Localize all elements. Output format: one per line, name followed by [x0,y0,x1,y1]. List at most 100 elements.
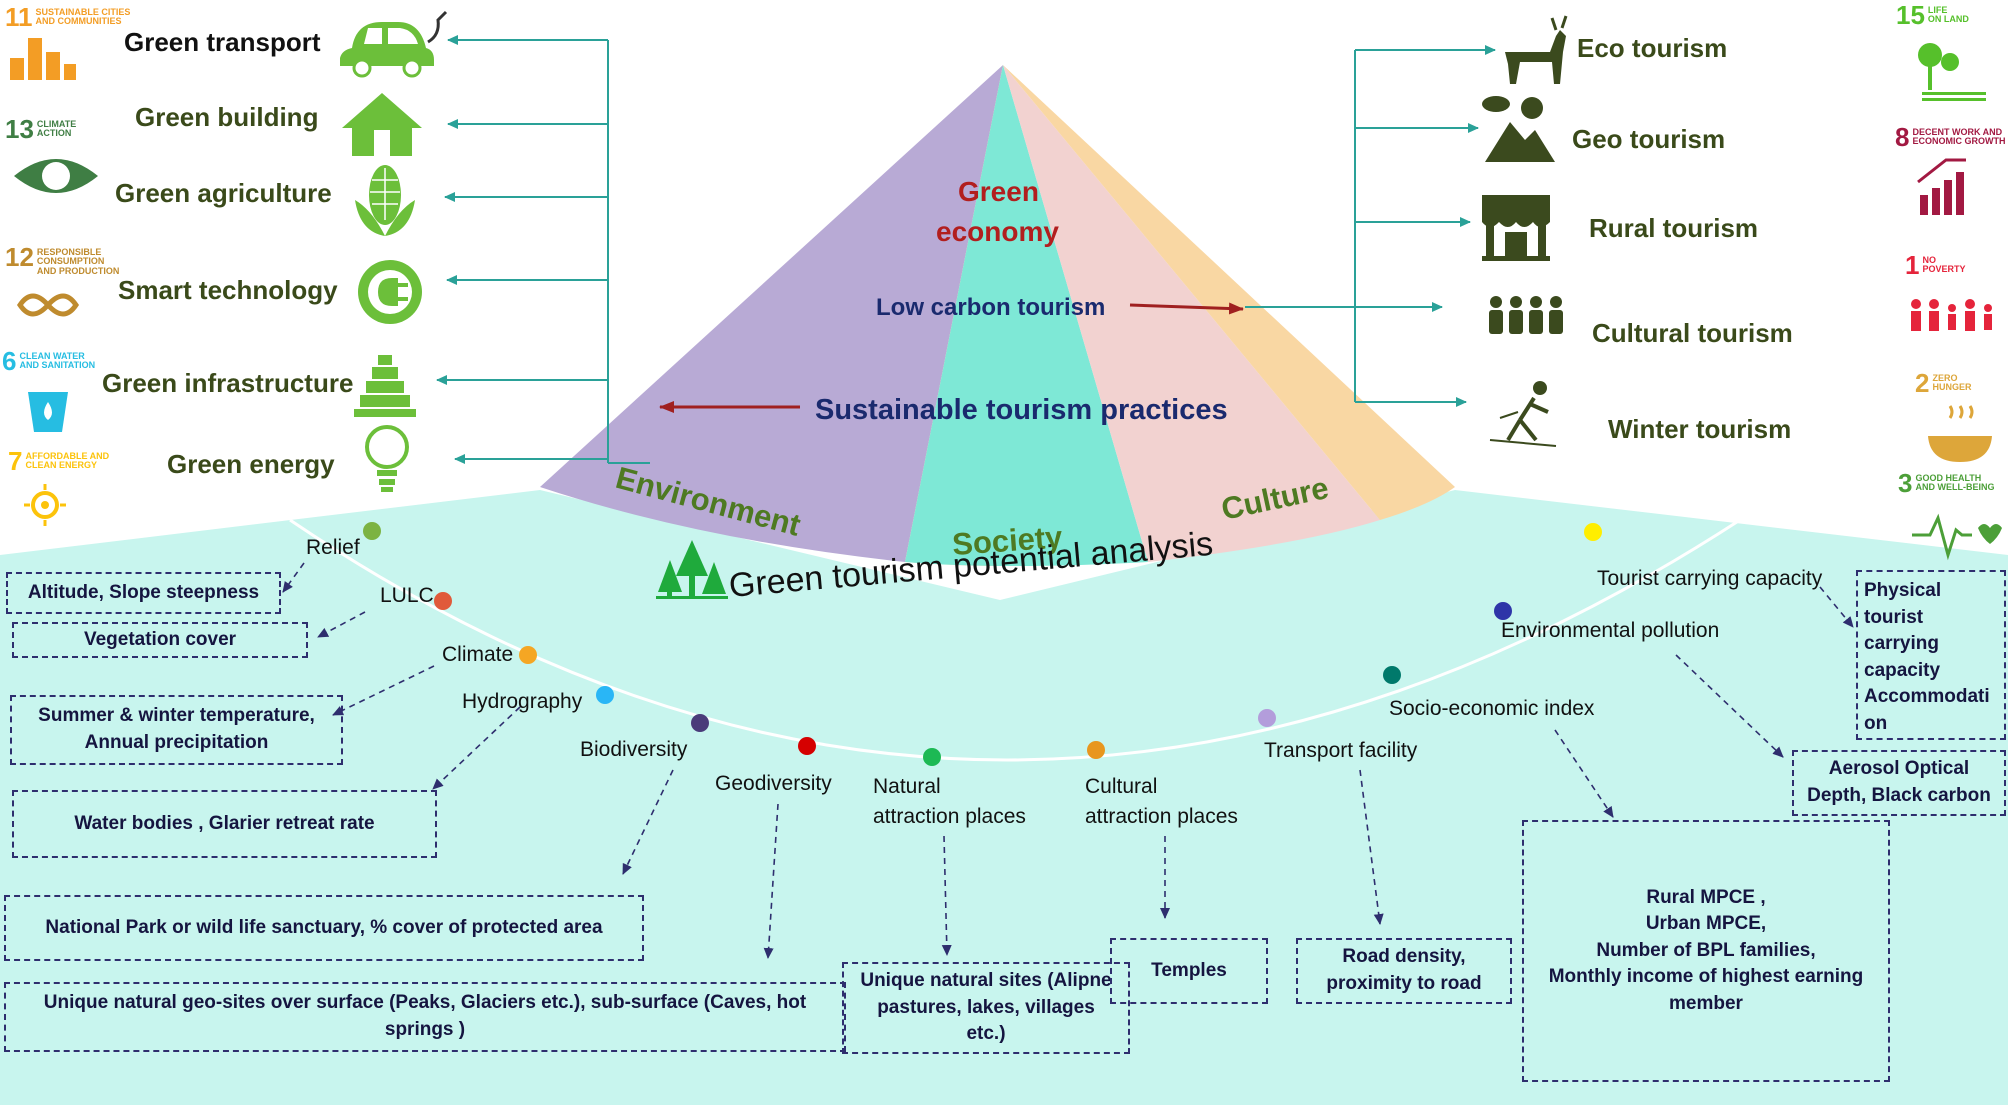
green-transport-label: Green transport [124,27,321,57]
factor-climate: Climate [442,643,514,666]
tent-segment-teal [905,65,1148,566]
dot-cultural [1087,741,1105,759]
box-altitude: Altitude, Slope steepness [6,572,281,614]
lightbulb-icon [365,425,409,492]
factor-natural-2: attraction places [873,805,1026,828]
bowl-icon [1928,405,1992,462]
sun-icon [24,484,66,526]
factor-cultural-1: Cultural [1085,775,1158,798]
forest-icon [656,540,728,599]
car-icon [340,10,448,78]
factor-transport: Transport facility [1264,739,1418,762]
factor-socio: Socio-economic index [1389,697,1595,720]
factor-dots [363,522,1602,766]
darrow-transport [1359,769,1384,925]
background-band [0,490,2008,1105]
house-icon [342,93,422,156]
green-economy-label-2: economy [936,216,1059,247]
green-economy-tent [540,65,1455,566]
geo-tourism-label: Geo tourism [1572,124,1726,154]
green-agriculture-label: Green agriculture [115,178,332,208]
sustainable-practices-label: Sustainable tourism practices [815,394,1228,426]
factor-natural-1: Natural [873,775,941,798]
people-icon [1489,296,1563,334]
inner-arc [289,518,1741,762]
skier-icon [1489,381,1557,447]
box-temperature: Summer & winter temperature,Annual preci… [10,695,343,765]
factor-geodiversity: Geodiversity [715,772,832,795]
box-water: Water bodies , Glarier retreat rate [12,790,437,858]
dot-carrying [1584,523,1602,541]
box-geosites: Unique natural geo-sites over surface (P… [4,982,846,1052]
green-economy-label-1: Green [958,176,1039,207]
tent-segment-pink [1003,65,1380,562]
right-connectors [1245,45,1496,407]
water-glass-icon [28,392,68,432]
smart-technology-label: Smart technology [118,275,338,305]
heartbeat-icon [1912,513,2002,561]
box-vegetation: Vegetation cover [12,622,308,658]
green-building-label: Green building [135,102,319,132]
green-infrastructure-label: Green infrastructure [102,368,354,398]
dot-transport [1258,709,1276,727]
box-mpce: Rural MPCE ,Urban MPCE,Number of BPL fam… [1522,820,1890,1082]
darrow-carrying [1819,586,1854,628]
pillar-society: Society [951,519,1064,562]
darrow-relief [282,562,305,593]
factor-arrows [282,562,1854,959]
mountain-icon [1482,96,1555,162]
darrow-biodiversity [622,769,674,875]
box-road: Road density,proximity to road [1296,938,1512,1004]
green-energy-label: Green energy [167,449,335,479]
darrow-geodiversity [763,803,779,959]
rural-tourism-label: Rural tourism [1589,213,1759,243]
dot-natural [923,748,941,766]
darrow-lulc [317,611,366,638]
infinity-icon [16,293,80,317]
tree-icon [1918,43,1986,101]
eco-tourism-label: Eco tourism [1577,33,1728,63]
smart-plug-icon [358,260,422,324]
cultural-tourism-label: Cultural tourism [1592,318,1793,348]
left-connectors [436,35,650,464]
city-icon [10,38,76,80]
dot-geodiversity [798,737,816,755]
shop-icon [1482,195,1550,261]
infrastructure-icon [354,355,416,417]
growth-chart-icon [1917,158,1966,215]
tent-segment-peach-right [1003,65,1455,520]
dot-socio [1383,666,1401,684]
factor-cultural-2: attraction places [1085,805,1238,828]
darrow-natural [941,835,952,956]
factor-lulc: LULC [380,584,434,607]
winter-tourism-label: Winter tourism [1608,414,1792,444]
dot-hydrography [596,686,614,704]
factor-biodiversity: Biodiversity [580,738,688,761]
deer-icon [1505,15,1568,84]
factor-pollution: Environmental pollution [1501,619,1720,642]
darrow-pollution [1675,654,1784,758]
dot-biodiversity [691,714,709,732]
arrow-low-carbon [1129,302,1244,315]
darrow-hydrography [432,706,521,790]
box-park: National Park or wild life sanctuary, % … [4,895,644,961]
dot-pollution [1494,602,1512,620]
eye-earth-icon [14,159,98,193]
factor-carrying: Tourist carrying capacity [1597,567,1823,590]
corn-icon [355,165,415,236]
darrow-climate [332,665,435,716]
family-icon [1911,299,1992,331]
low-carbon-label: Low carbon tourism [876,294,1106,321]
